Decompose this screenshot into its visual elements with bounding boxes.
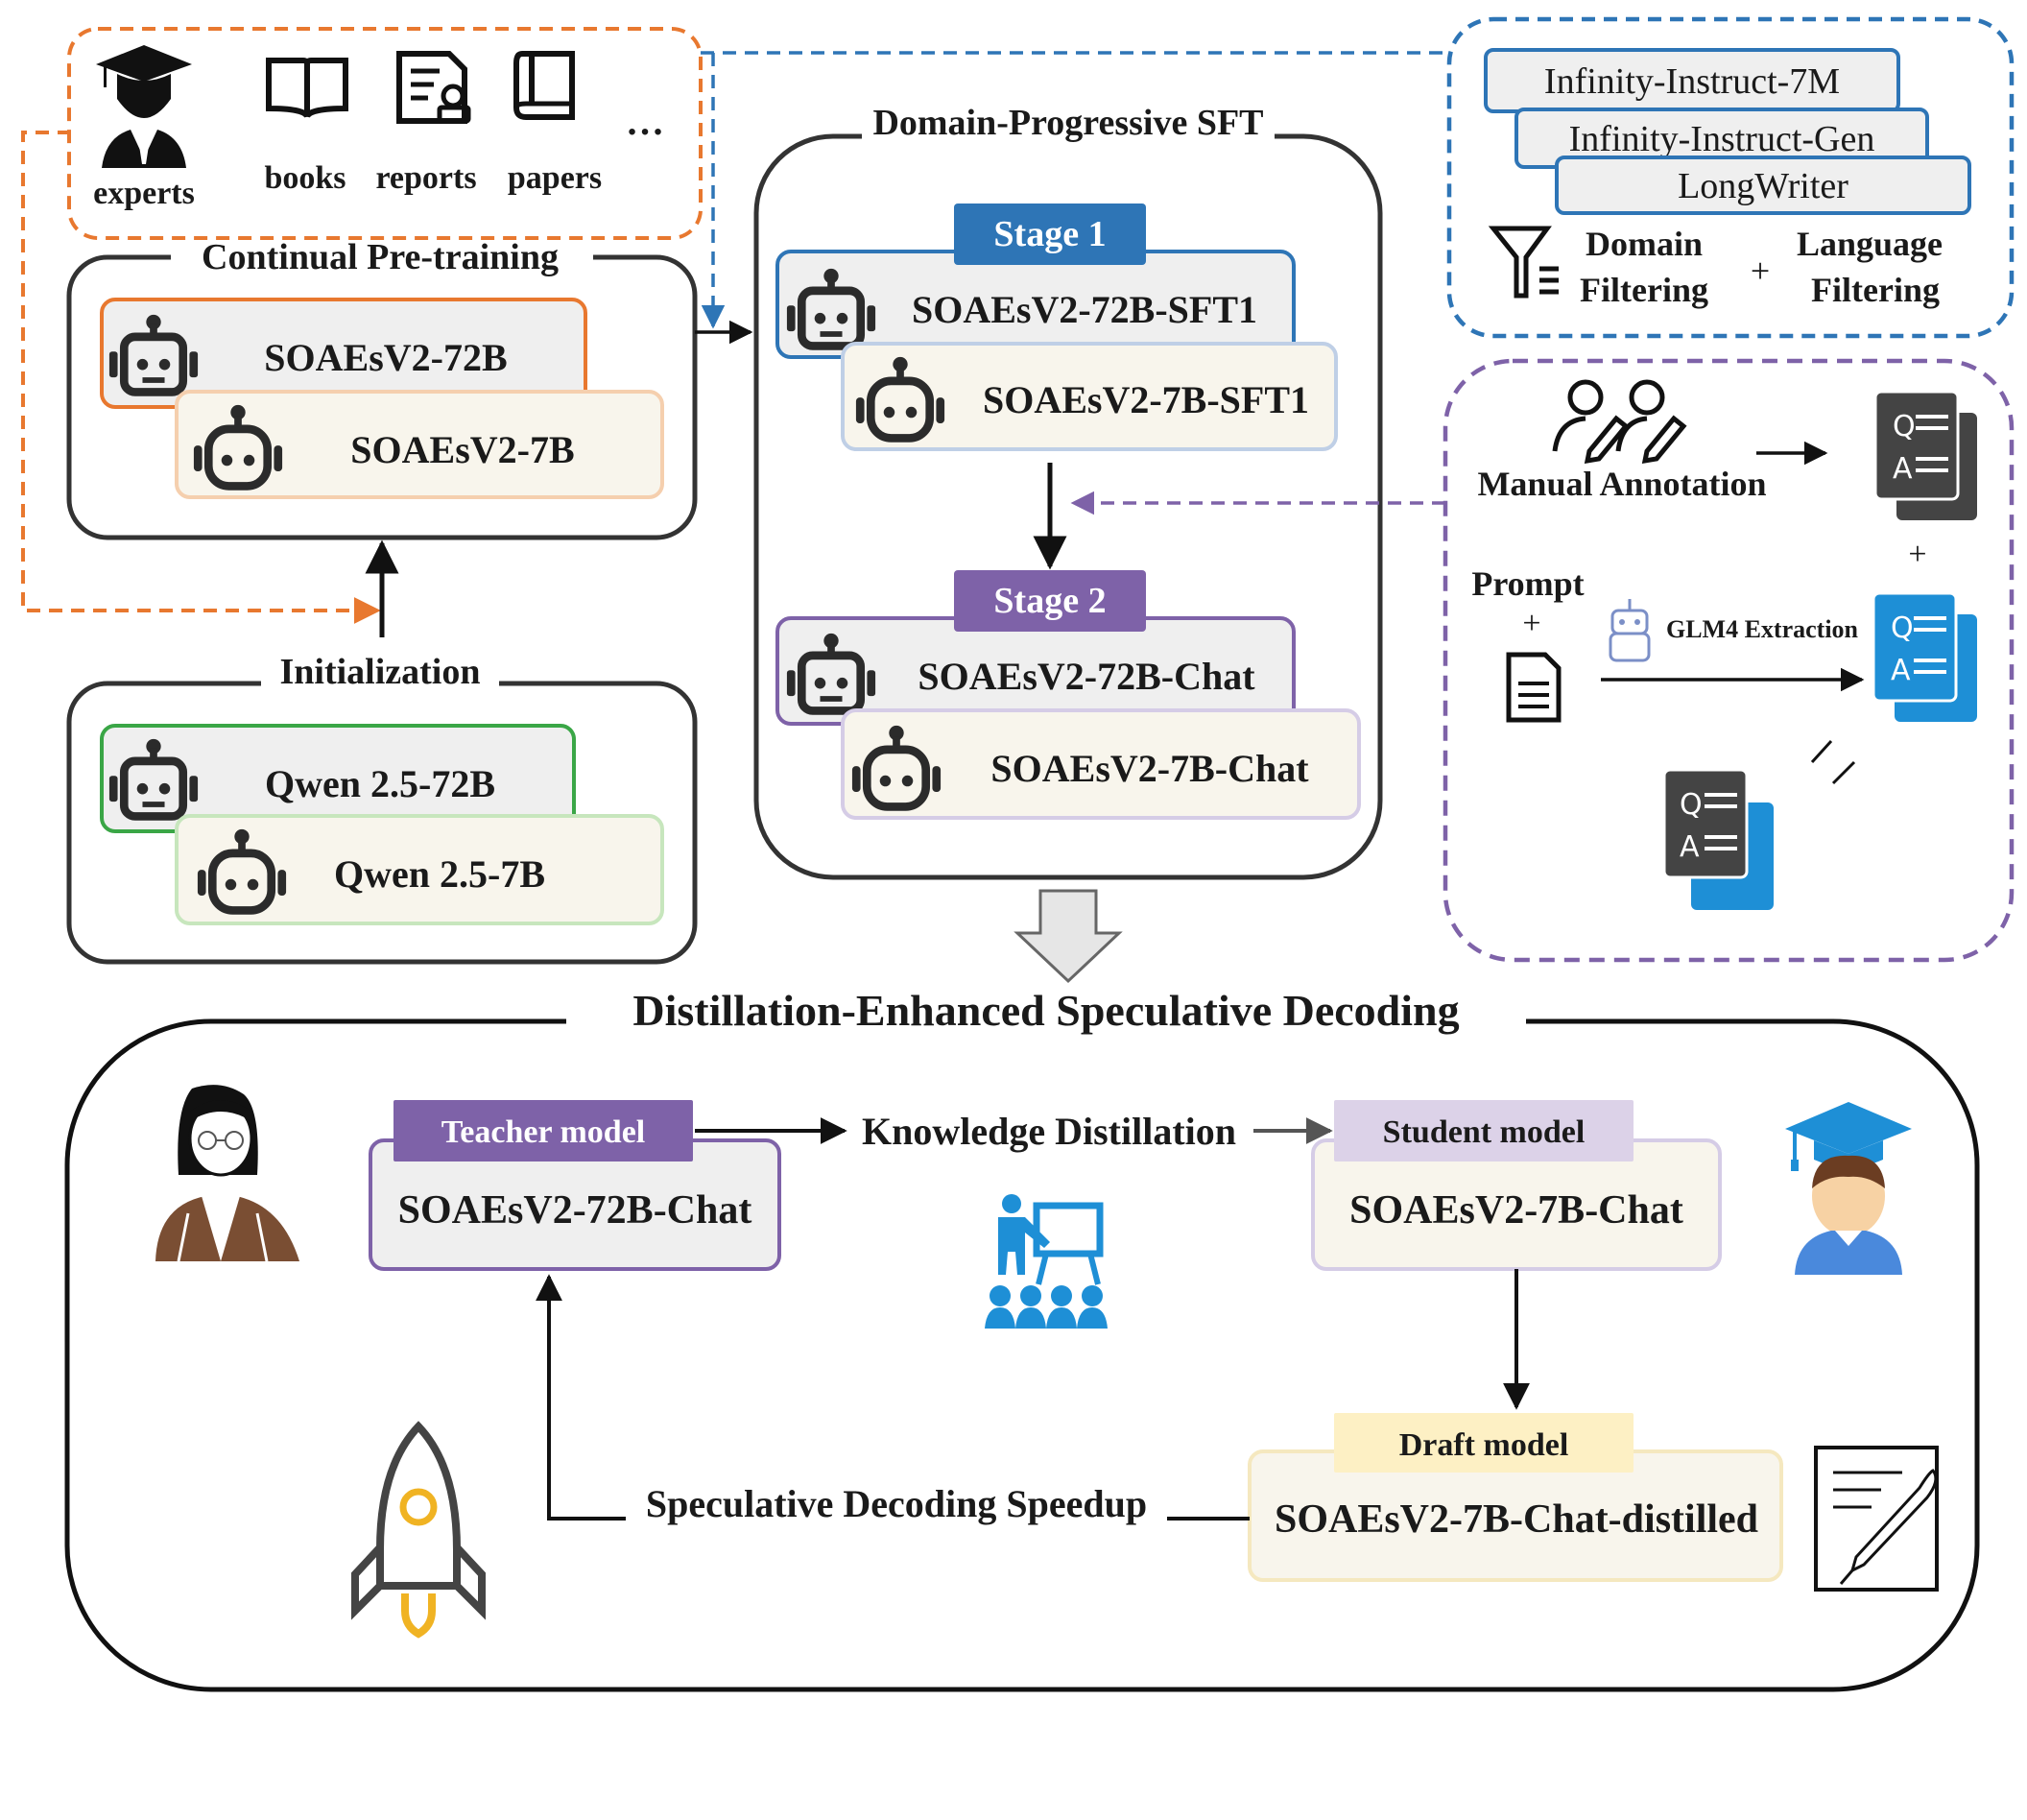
annotation-plus: + [1908, 537, 1926, 572]
stage1-badge [954, 204, 1146, 265]
graduate-icon [1785, 1102, 1912, 1275]
filtering-plus: + [1751, 251, 1770, 290]
more-sources-ellipsis: … [626, 100, 664, 143]
writing-icon [1814, 1446, 1939, 1592]
knowledge-distillation-label: Knowledge Distillation [862, 1110, 1236, 1153]
paper-icon [513, 51, 575, 120]
soaesv2-7b-chat-box [841, 708, 1361, 820]
merge-slash-2 [1831, 760, 1856, 785]
language-filtering-line1: Language [1797, 225, 1943, 263]
prompt-label: Prompt [1471, 564, 1584, 603]
rocket-icon [351, 1421, 486, 1639]
dataset-label-2: Infinity-Instruct-Gen [1569, 119, 1875, 159]
glm4-extraction-label: GLM4 Extraction [1666, 615, 1859, 643]
annotation-dashed-border [1443, 358, 2015, 963]
domain-filtering-line2: Filtering [1580, 271, 1708, 309]
stage1-label: Stage 1 [993, 214, 1106, 254]
continual-pretraining-group: Continual Pre-training SOAEsV2-72B SOAEs… [66, 237, 698, 540]
draft-model-name: SOAEsV2-7B-Chat-distilled [1275, 1497, 1758, 1542]
expert-icon [96, 45, 192, 168]
teacher-model-label: Teacher model [441, 1114, 645, 1150]
soaesv2-7b-sft1-label: SOAEsV2-7B-SFT1 [983, 378, 1309, 421]
teacher-model-badge [393, 1100, 693, 1161]
soaesv2-7b-label: SOAEsV2-7B [350, 428, 574, 471]
speculative-speedup-label: Speculative Decoding Speedup [646, 1482, 1147, 1525]
distillation-group: Distillation-Enhanced Speculative Decodi… [64, 986, 1980, 1692]
glm4-robot-icon [1609, 599, 1651, 662]
student-model-name: SOAEsV2-7B-Chat [1349, 1188, 1683, 1233]
soaesv2-72b-chat-label: SOAEsV2-72B-Chat [918, 655, 1255, 698]
domain-filtering-line1: Domain [1586, 225, 1703, 263]
continual-pretraining-title: Continual Pre-training [202, 237, 559, 277]
dataset-label-1: Infinity-Instruct-7M [1544, 61, 1840, 102]
svg-text:A: A [1893, 452, 1913, 486]
language-filtering-line2: Filtering [1811, 271, 1940, 309]
annotation-group: Manual Annotation Q A + Prompt + [1443, 358, 2015, 963]
initialization-group: Initialization Qwen 2.5-72B Qwen 2.5-7B [66, 652, 698, 965]
soaesv2-7b-chat-label: SOAEsV2-7B-Chat [990, 747, 1309, 790]
soaesv2-72b-sft1-label: SOAEsV2-72B-SFT1 [912, 288, 1257, 331]
sources-to-pretraining-connector [21, 131, 381, 624]
down-block-arrow [1014, 889, 1123, 984]
stage2-badge [954, 570, 1146, 632]
qa-doc-icon-mixed: Q A [1662, 768, 1774, 910]
svg-text:Q: Q [1893, 410, 1916, 443]
svg-text:A: A [1680, 830, 1700, 864]
books-label: books [264, 160, 346, 196]
annotators-icon [1552, 379, 1687, 465]
student-model-label: Student model [1383, 1114, 1586, 1150]
soaesv2-7b-box [175, 390, 664, 499]
teacher-model-name: SOAEsV2-72B-Chat [398, 1188, 752, 1233]
book-icon [266, 58, 348, 118]
teacher-icon [155, 1085, 299, 1262]
qa-doc-icon-dark: Q A [1873, 390, 1977, 520]
qwen-7b-label: Qwen 2.5-7B [334, 852, 545, 896]
document-icon [1506, 652, 1562, 723]
speedup-feedback-arrow-2 [536, 1274, 626, 1521]
initialization-title: Initialization [279, 652, 480, 692]
dataset-box-3 [1555, 156, 1971, 215]
papers-label: papers [508, 160, 602, 196]
draft-model-label: Draft model [1399, 1427, 1569, 1463]
distillation-title: Distillation-Enhanced Speculative Decodi… [632, 986, 1459, 1035]
qwen-7b-box [175, 814, 664, 925]
domain-sft-group: Domain-Progressive SFT Stage 1 SOAEsV2-7… [753, 103, 1383, 880]
report-icon [396, 51, 471, 124]
svg-text:A: A [1891, 654, 1911, 687]
filter-icon [1488, 226, 1559, 299]
datasets-group: Infinity-Instruct-7M Infinity-Instruct-G… [1446, 16, 2015, 339]
reports-label: reports [375, 160, 476, 196]
draft-model-badge [1334, 1413, 1634, 1473]
soaesv2-7b-sft1-box [841, 342, 1338, 451]
soaesv2-72b-label: SOAEsV2-72B [264, 336, 507, 379]
svg-text:Q: Q [1680, 788, 1703, 822]
presentation-icon [985, 1194, 1108, 1329]
dataset-label-3: LongWriter [1678, 166, 1848, 206]
domain-sft-title: Domain-Progressive SFT [872, 103, 1263, 143]
experts-label: experts [93, 176, 195, 211]
data-sources-group: experts books reports papers … [67, 27, 703, 240]
qwen-72b-label: Qwen 2.5-72B [265, 762, 495, 805]
qa-doc-icon-blue: Q A [1872, 591, 1977, 722]
stage2-label: Stage 2 [993, 581, 1106, 621]
student-model-badge [1334, 1100, 1634, 1161]
svg-text:Q: Q [1891, 611, 1914, 645]
merge-slash-1 [1810, 739, 1833, 764]
manual-annotation-label: Manual Annotation [1477, 465, 1766, 503]
prompt-plus: + [1522, 606, 1540, 641]
